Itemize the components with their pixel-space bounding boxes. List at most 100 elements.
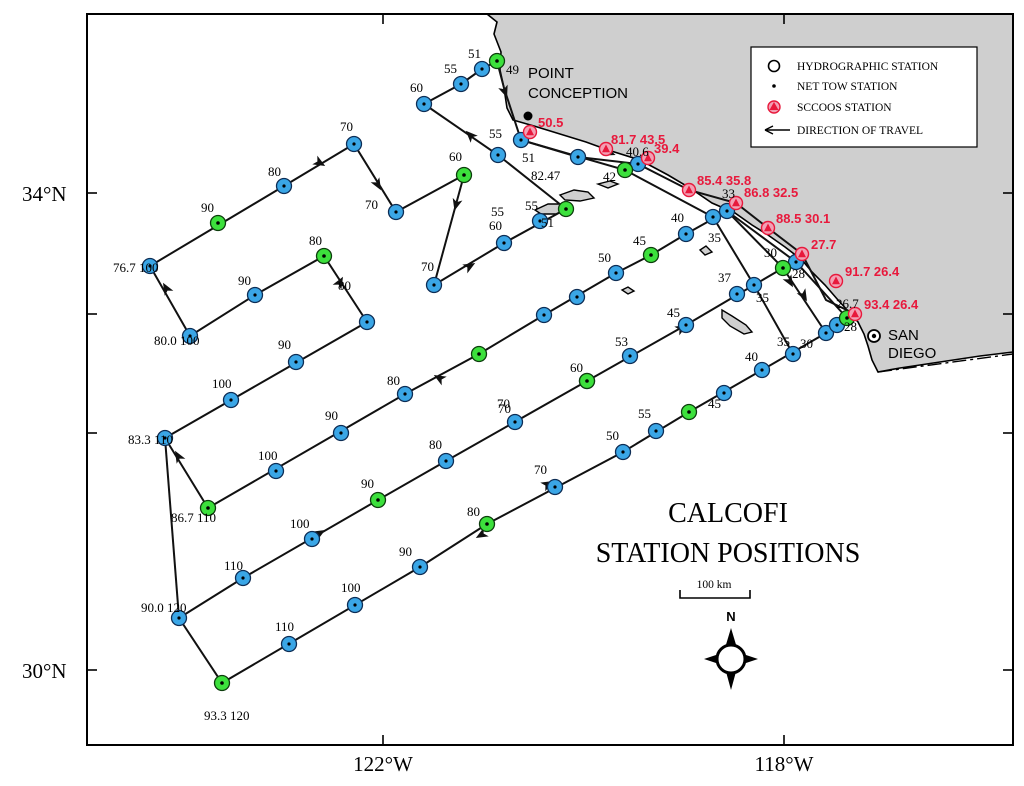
station-dot xyxy=(495,59,499,63)
station-label: 33 xyxy=(722,186,735,201)
direction-arrow xyxy=(498,84,508,98)
station-label: 60 xyxy=(449,149,462,164)
station-dot xyxy=(575,295,579,299)
station-dot xyxy=(654,429,658,433)
map-title-line1: CALCOFI xyxy=(668,498,788,529)
station-label: 30 xyxy=(800,336,813,351)
station-label: 90 xyxy=(361,476,374,491)
lat-label-34: 34°N xyxy=(22,182,67,206)
station-dot xyxy=(725,209,729,213)
station-label: 70 xyxy=(365,197,378,212)
station-dot xyxy=(649,253,653,257)
station-label: 80 xyxy=(387,373,400,388)
station-label: 55 xyxy=(638,406,651,421)
station-dot xyxy=(585,379,589,383)
island xyxy=(721,308,754,335)
sccoos-label: 50.5 xyxy=(538,115,563,130)
station-dot xyxy=(188,334,192,338)
station-label: 86.7 110 xyxy=(171,510,216,525)
station-label: 82.47 xyxy=(531,168,561,183)
station-label: 55 xyxy=(491,204,504,219)
legend: HYDROGRAPHIC STATION NET TOW STATION SCC… xyxy=(750,46,978,148)
direction-arrow xyxy=(370,177,381,191)
station-label: 50 xyxy=(606,428,619,443)
sccoos-triangle-icon xyxy=(764,223,772,232)
station-label: 100 xyxy=(341,580,361,595)
scale-bar: 100 km xyxy=(679,579,751,599)
sccoos-label: 39.4 xyxy=(654,141,680,156)
station-label: 70 xyxy=(498,401,511,416)
legend-hydro: HYDROGRAPHIC STATION xyxy=(797,61,939,73)
san-diego-label: SAN xyxy=(888,327,919,344)
station-dot xyxy=(418,565,422,569)
island xyxy=(620,286,636,295)
sccoos-triangle-icon xyxy=(526,127,534,136)
station-dot xyxy=(542,313,546,317)
station-dot xyxy=(576,155,580,159)
station-dot xyxy=(422,102,426,106)
direction-arrow xyxy=(433,375,447,386)
san-diego-dot xyxy=(871,333,877,339)
station-dot xyxy=(628,354,632,358)
station-dot xyxy=(206,506,210,510)
station-dot xyxy=(322,254,326,258)
station-dot xyxy=(623,168,627,172)
direction-arrow xyxy=(332,276,343,290)
station-dot xyxy=(376,498,380,502)
legend-arrow-icon xyxy=(764,125,774,135)
station-dot xyxy=(220,681,224,685)
island xyxy=(698,245,714,256)
station-dot xyxy=(722,391,726,395)
station-label: 51 xyxy=(468,46,481,61)
legend-hydro-symbol xyxy=(767,59,781,73)
station-dot xyxy=(216,221,220,225)
sccoos-triangle-icon xyxy=(798,249,806,258)
station-dot xyxy=(735,292,739,296)
station-label: 42 xyxy=(603,169,616,184)
station-label: 60 xyxy=(410,80,423,95)
station-label: 55 xyxy=(444,61,457,76)
sccoos-triangle-icon xyxy=(832,276,840,285)
station-dot xyxy=(752,283,756,287)
station-label: 45 xyxy=(708,396,721,411)
station-label: 80 xyxy=(309,233,322,248)
station-label: 28 xyxy=(844,319,857,334)
sccoos-label: 27.7 xyxy=(811,237,836,252)
station-dot xyxy=(353,603,357,607)
station-label: 60 xyxy=(570,360,583,375)
station-dot xyxy=(614,271,618,275)
station-dot xyxy=(432,283,436,287)
direction-arrow xyxy=(475,527,489,538)
sccoos-triangle-icon xyxy=(644,153,652,162)
station-dot xyxy=(339,431,343,435)
station-label: 35 xyxy=(777,334,790,349)
station-label: 70 xyxy=(497,396,510,411)
station-dot xyxy=(163,436,167,440)
station-label: 35 xyxy=(708,230,721,245)
direction-arrow xyxy=(175,450,186,464)
mexico-border xyxy=(877,353,1013,373)
island xyxy=(595,180,620,189)
point-conception-dot xyxy=(523,111,533,121)
station-dot xyxy=(496,153,500,157)
station-label: 55 xyxy=(489,126,502,141)
station-dot xyxy=(845,316,849,320)
station-label: 80.0 100 xyxy=(154,333,200,348)
station-label: 70 xyxy=(534,462,547,477)
scale-label: 100 km xyxy=(697,579,732,591)
point-conception-label: POINT xyxy=(528,65,574,82)
station-dot xyxy=(274,469,278,473)
station-dot xyxy=(824,331,828,335)
station-label: 40.6 xyxy=(626,144,649,159)
station-dot xyxy=(687,410,691,414)
track-line xyxy=(164,437,180,619)
station-dot xyxy=(538,219,542,223)
station-label: 53 xyxy=(615,334,628,349)
station-label: 50 xyxy=(598,250,611,265)
station-label: 70 xyxy=(340,119,353,134)
station-label: 93.3 120 xyxy=(204,708,250,723)
station-dot xyxy=(229,398,233,402)
station-label: 51 xyxy=(541,215,554,230)
station-label: 80 xyxy=(268,164,281,179)
